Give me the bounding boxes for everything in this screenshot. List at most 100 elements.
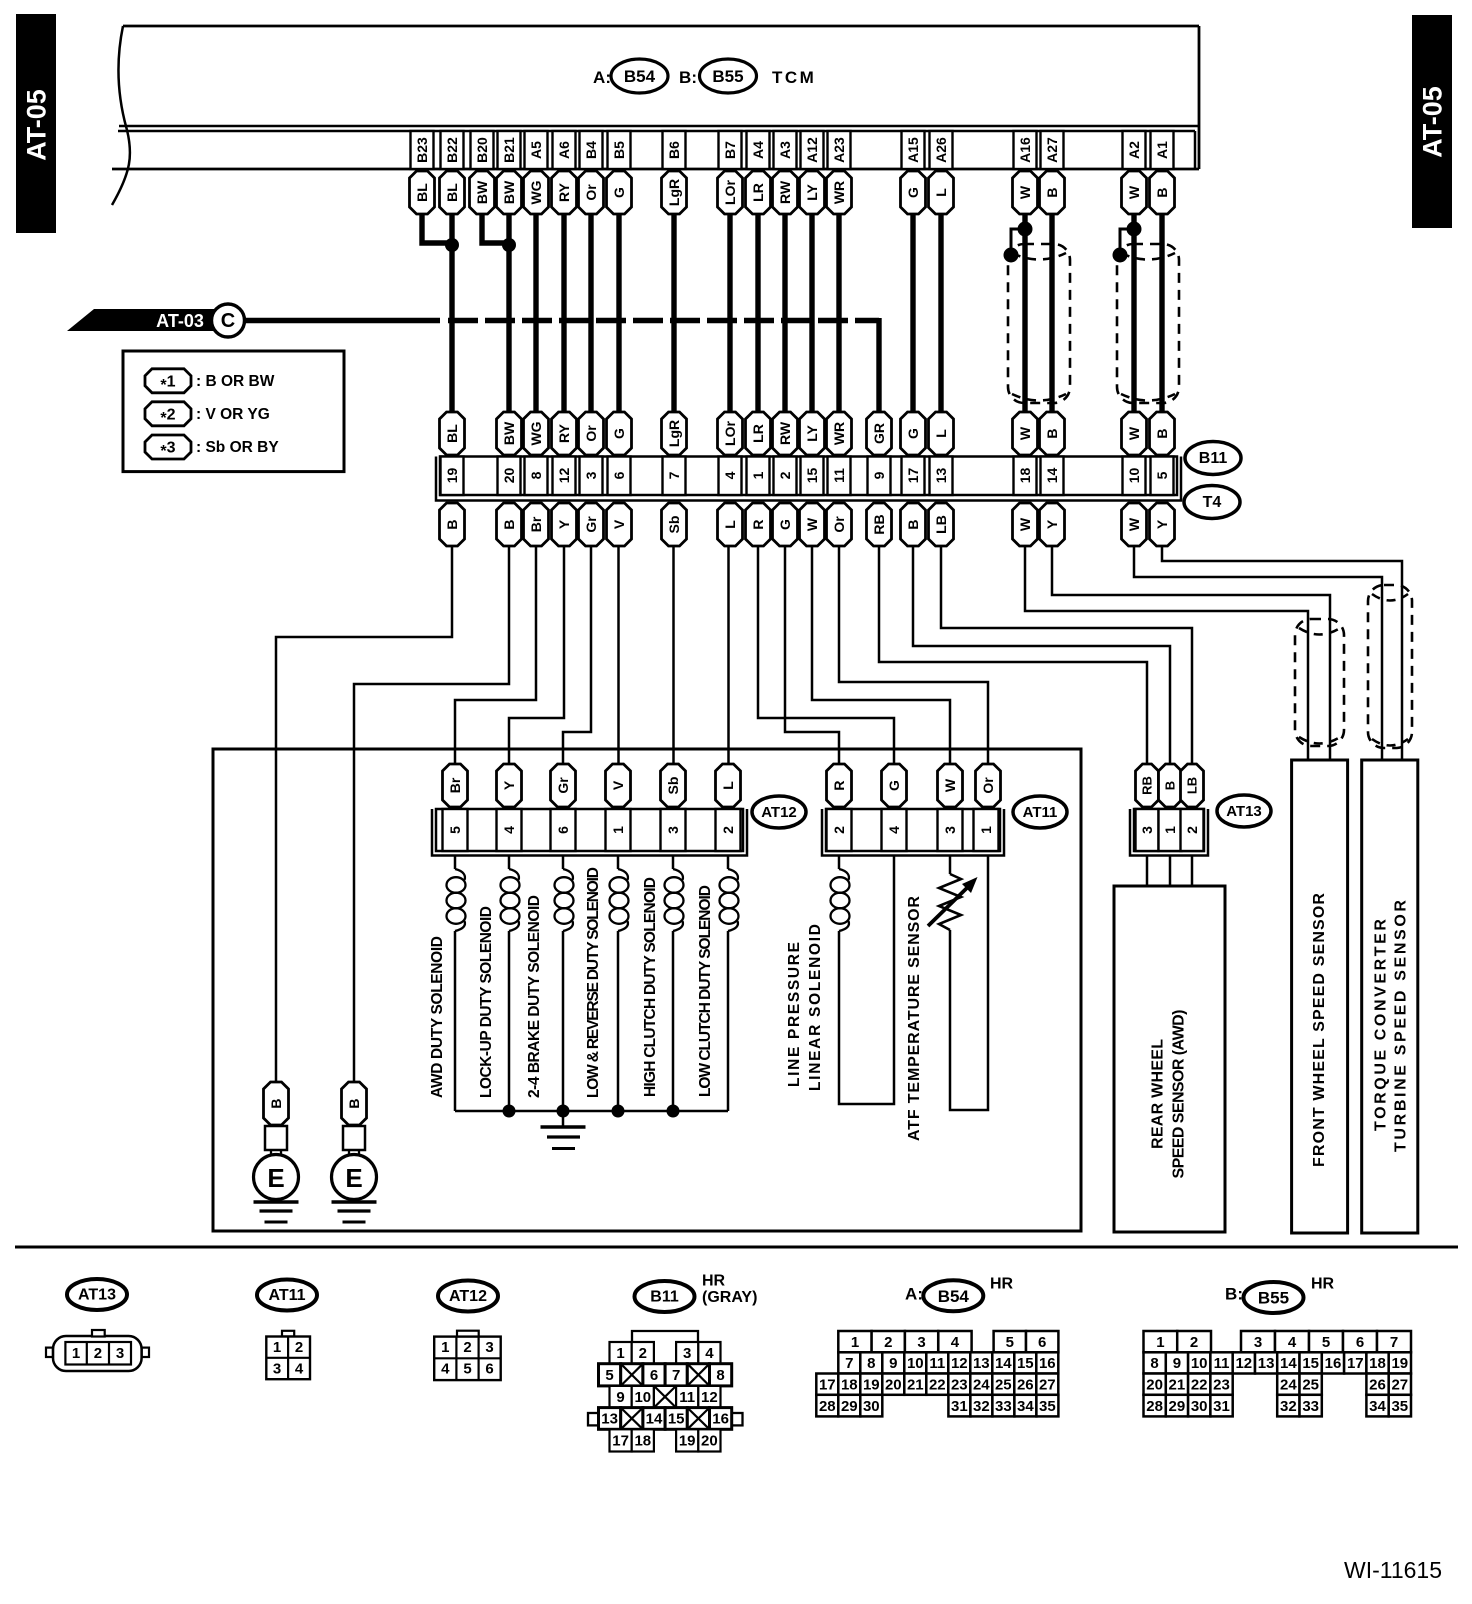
- svg-text:LB: LB: [1185, 777, 1200, 794]
- svg-text:20: 20: [701, 1433, 718, 1450]
- svg-text:25: 25: [1302, 1377, 1319, 1394]
- svg-text:1: 1: [273, 1339, 281, 1356]
- svg-text:14: 14: [646, 1411, 663, 1428]
- svg-text:B54: B54: [624, 67, 656, 86]
- svg-text:Y: Y: [1154, 519, 1170, 529]
- svg-text:30: 30: [863, 1398, 880, 1415]
- svg-text:18: 18: [841, 1377, 858, 1394]
- svg-text:32: 32: [1280, 1398, 1297, 1415]
- svg-text:33: 33: [995, 1398, 1012, 1415]
- svg-text:3: 3: [942, 826, 958, 834]
- svg-text:7: 7: [845, 1355, 853, 1372]
- svg-text:6: 6: [1038, 1334, 1046, 1351]
- svg-text:11: 11: [1214, 1355, 1230, 1372]
- svg-text:AT-05: AT-05: [22, 89, 52, 161]
- svg-text:LOW CLUTCH DUTY SOLENOID: LOW CLUTCH DUTY SOLENOID: [697, 885, 714, 1097]
- svg-text:*1: *1: [160, 373, 175, 394]
- svg-text:Gr: Gr: [583, 516, 599, 533]
- svg-text:21: 21: [907, 1377, 924, 1394]
- svg-text:TURBINE SPEED SENSOR: TURBINE SPEED SENSOR: [1393, 900, 1410, 1152]
- svg-text:V: V: [610, 780, 626, 790]
- svg-text:1: 1: [441, 1339, 449, 1356]
- svg-text:HR: HR: [1311, 1276, 1335, 1293]
- svg-text:3: 3: [583, 471, 599, 479]
- svg-text:1: 1: [1162, 826, 1178, 834]
- svg-text:4: 4: [1288, 1334, 1297, 1351]
- svg-text:22: 22: [929, 1377, 946, 1394]
- svg-text:A3: A3: [777, 141, 793, 159]
- svg-text:B: B: [1154, 187, 1170, 197]
- svg-text:15: 15: [1302, 1355, 1319, 1372]
- svg-text:B7: B7: [722, 141, 738, 159]
- svg-text:A16: A16: [1017, 137, 1033, 163]
- svg-text:AT11: AT11: [1023, 804, 1058, 821]
- svg-text:2: 2: [639, 1345, 647, 1362]
- svg-text:1: 1: [1156, 1334, 1164, 1351]
- svg-text:B55: B55: [712, 67, 743, 86]
- svg-text:A27: A27: [1044, 137, 1060, 163]
- svg-text:11: 11: [929, 1355, 945, 1372]
- svg-text:8: 8: [716, 1367, 724, 1384]
- svg-text:B:: B:: [1225, 1285, 1243, 1304]
- svg-text:27: 27: [1039, 1377, 1056, 1394]
- svg-text:: Sb OR BY: : Sb OR BY: [196, 439, 279, 456]
- svg-text:33: 33: [1302, 1398, 1319, 1415]
- svg-text:SPEED SENSOR (AWD): SPEED SENSOR (AWD): [1171, 1010, 1188, 1179]
- svg-text:A:: A:: [593, 68, 611, 87]
- svg-text:A:: A:: [905, 1285, 923, 1304]
- svg-text:6: 6: [1356, 1334, 1364, 1351]
- svg-text:18: 18: [1017, 468, 1033, 484]
- svg-text:FRONT WHEEL SPEED SENSOR: FRONT WHEEL SPEED SENSOR: [1311, 893, 1328, 1167]
- svg-text:34: 34: [1369, 1398, 1386, 1415]
- svg-text:*2: *2: [160, 406, 175, 427]
- svg-text:11: 11: [831, 468, 847, 483]
- svg-text:3: 3: [485, 1339, 493, 1356]
- svg-text:14: 14: [1280, 1355, 1297, 1372]
- svg-text:T4: T4: [1203, 494, 1222, 511]
- svg-text:LR: LR: [750, 183, 766, 202]
- svg-text:W: W: [1126, 185, 1142, 199]
- svg-text:2-4 BRAKE DUTY SOLENOID: 2-4 BRAKE DUTY SOLENOID: [526, 895, 543, 1098]
- svg-text:2: 2: [1190, 1334, 1198, 1351]
- svg-text:6: 6: [611, 471, 627, 479]
- svg-text:35: 35: [1391, 1398, 1408, 1415]
- svg-text:2: 2: [777, 471, 793, 479]
- svg-text:W: W: [804, 517, 820, 531]
- svg-text:Y: Y: [556, 519, 572, 529]
- svg-text:19: 19: [1391, 1355, 1408, 1372]
- svg-text:9: 9: [871, 471, 887, 479]
- svg-text:13: 13: [601, 1411, 618, 1428]
- svg-text:W: W: [1017, 185, 1033, 199]
- svg-text:WG: WG: [528, 180, 544, 204]
- svg-text:10: 10: [907, 1355, 924, 1372]
- svg-text:B: B: [1163, 781, 1178, 790]
- svg-text:4: 4: [886, 826, 902, 834]
- svg-text:Y: Y: [501, 780, 517, 790]
- svg-text:5: 5: [1322, 1334, 1330, 1351]
- svg-text:BW: BW: [474, 180, 490, 204]
- svg-text:RW: RW: [777, 421, 793, 445]
- svg-text:AT13: AT13: [1226, 803, 1262, 820]
- svg-text:RY: RY: [556, 182, 572, 202]
- svg-text:34: 34: [1017, 1398, 1034, 1415]
- svg-text:A2: A2: [1126, 141, 1142, 159]
- svg-text:12: 12: [951, 1355, 968, 1372]
- svg-text:31: 31: [951, 1398, 968, 1415]
- svg-text:B: B: [1044, 428, 1060, 438]
- svg-text:G: G: [611, 187, 627, 198]
- svg-text:RB: RB: [871, 514, 887, 534]
- svg-text:16: 16: [1325, 1355, 1342, 1372]
- svg-text:15: 15: [1017, 1355, 1034, 1372]
- svg-text:Sb: Sb: [666, 516, 682, 534]
- svg-text:RB: RB: [1140, 776, 1155, 795]
- svg-text:2: 2: [295, 1339, 303, 1356]
- svg-text:4: 4: [951, 1334, 960, 1351]
- svg-text:LOr: LOr: [722, 421, 738, 446]
- svg-text:B23: B23: [414, 137, 430, 163]
- svg-text:9: 9: [889, 1355, 897, 1372]
- svg-text:Br: Br: [528, 516, 544, 532]
- svg-text:1: 1: [851, 1334, 859, 1351]
- svg-text:8: 8: [528, 471, 544, 479]
- svg-text:2: 2: [1184, 826, 1200, 834]
- svg-text:14: 14: [995, 1355, 1012, 1372]
